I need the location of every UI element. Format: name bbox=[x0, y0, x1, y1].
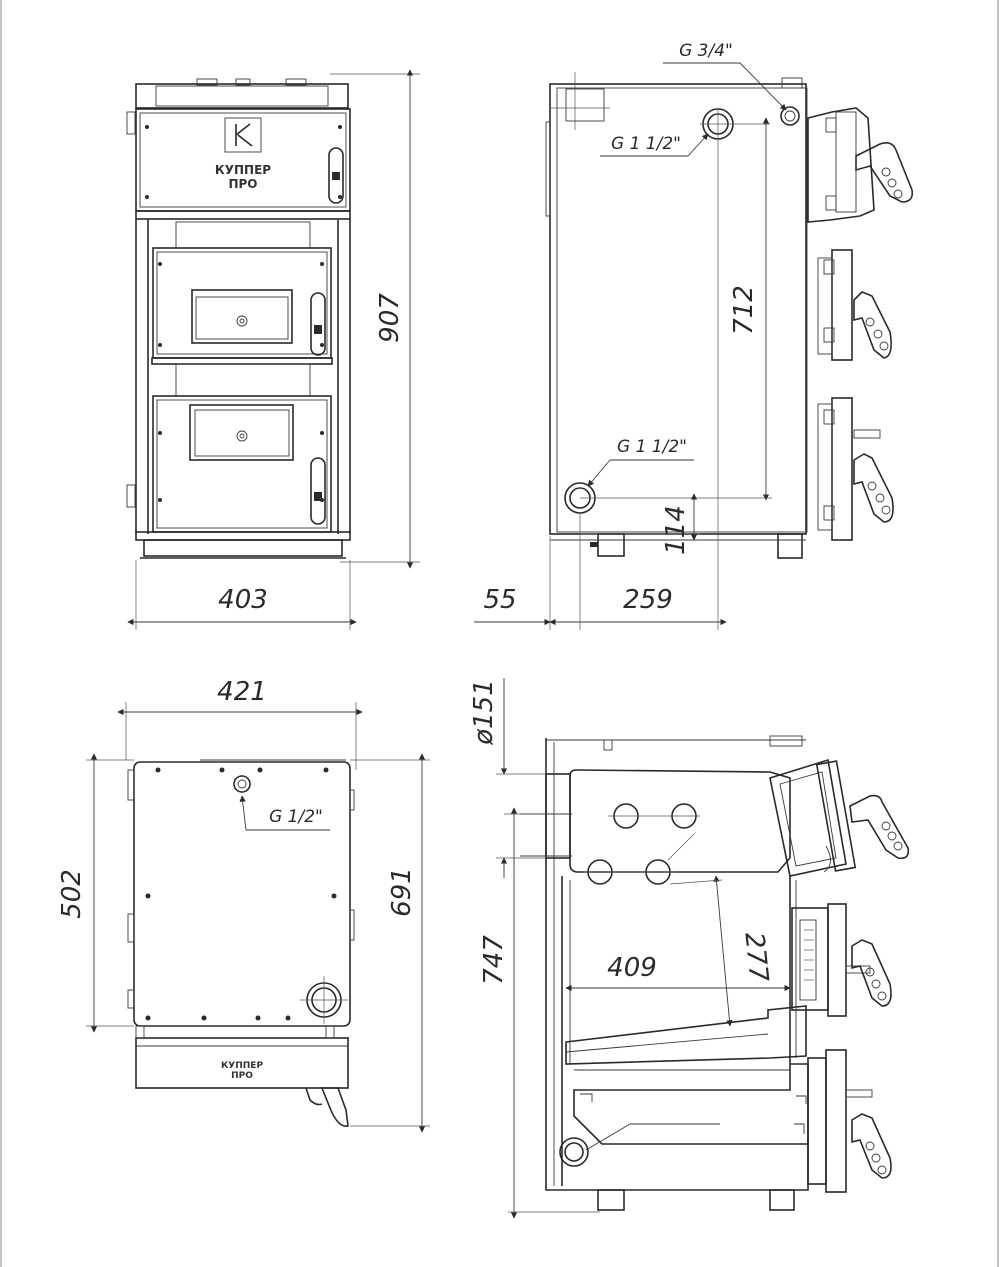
dim-width-403: 403 bbox=[218, 585, 268, 615]
side-middle-door bbox=[817, 249, 892, 361]
nozzle-top-g112 bbox=[700, 108, 770, 140]
logo-line1: КУППЕР bbox=[215, 163, 271, 177]
section-middle-door bbox=[791, 903, 892, 1017]
side-view-dimensions: G 3/4" G 1 1/2" G 1 1/2" 712 114 55 259 bbox=[474, 41, 787, 630]
dim-277: 277 bbox=[738, 931, 773, 984]
nozzle-g12 bbox=[233, 775, 251, 793]
section-view-dimensions: ø151 747 409 277 bbox=[469, 678, 791, 1219]
top-view: КУППЕР ПРО bbox=[127, 759, 355, 1127]
lower-door-handle bbox=[310, 457, 326, 525]
dim-height-907: 907 bbox=[375, 293, 405, 343]
nozzle-g34 bbox=[780, 106, 800, 126]
side-upper-door bbox=[807, 107, 914, 223]
front-view-dimensions: 403 907 bbox=[127, 69, 420, 630]
label-g12: G 1/2" bbox=[269, 807, 323, 827]
top-view-dimensions: 421 502 691 G 1/2" bbox=[57, 677, 430, 1133]
dim-409: 409 bbox=[607, 953, 657, 983]
brand-logo: КУППЕР ПРО bbox=[215, 117, 271, 191]
dim-151: ø151 bbox=[469, 679, 499, 746]
dim-114: 114 bbox=[661, 505, 691, 555]
section-view bbox=[520, 735, 910, 1211]
dim-747: 747 bbox=[479, 935, 509, 985]
dim-502: 502 bbox=[57, 869, 87, 919]
label-g112-bottom: G 1 1/2" bbox=[617, 437, 687, 457]
logo-line2: ПРО bbox=[228, 177, 257, 191]
side-lower-door bbox=[817, 397, 894, 541]
label-g34: G 3/4" bbox=[679, 41, 733, 61]
dim-691: 691 bbox=[387, 867, 417, 917]
top-logo-line2: ПРО bbox=[231, 1071, 253, 1081]
front-view: КУППЕР ПРО bbox=[126, 78, 351, 559]
dim-55: 55 bbox=[483, 585, 516, 615]
dim-712: 712 bbox=[729, 285, 759, 335]
dim-259: 259 bbox=[623, 585, 673, 615]
section-upper-door bbox=[769, 758, 910, 877]
dim-421: 421 bbox=[217, 677, 267, 707]
top-view-large-nozzle bbox=[300, 976, 348, 1024]
section-lower-door bbox=[807, 1049, 892, 1193]
label-g112-top: G 1 1/2" bbox=[611, 134, 681, 154]
top-logo-line1: КУППЕР bbox=[221, 1061, 264, 1071]
upper-door-handle bbox=[328, 147, 344, 204]
middle-door-handle bbox=[310, 292, 326, 356]
